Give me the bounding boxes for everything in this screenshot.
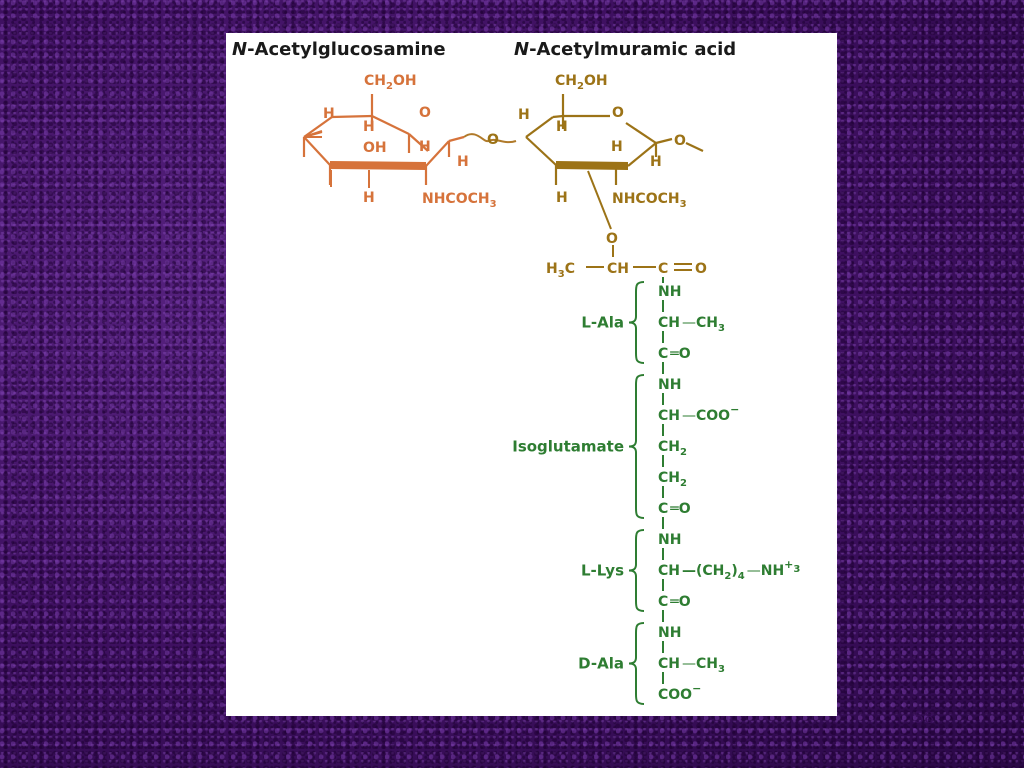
residue-brace [628,529,645,612]
glcnac-ring-front-edge [330,161,426,170]
peptide-atom-row: NH [658,284,681,300]
peptide-atom-row: C═O [658,594,691,610]
svg-text:H: H [650,154,662,170]
svg-text:O: O [674,133,686,149]
svg-text:H: H [611,139,623,155]
svg-text:CH2OH: CH2OH [555,73,608,92]
peptide-atom-row: CH—COO− [658,403,739,424]
svg-text:O: O [612,105,624,121]
murnac-title: N-Acetylmuramic acid [514,39,736,60]
residue-label: L-Lys [581,562,624,580]
peptide-atom-row: CH2 [658,470,687,489]
slide-content-panel: N-Acetylglucosamine N-Acetylmuramic acid… [226,33,837,716]
svg-text:O: O [419,105,431,121]
peptide-atom-row: NH [658,532,681,548]
svg-text:O: O [695,261,707,277]
svg-text:CH: CH [607,261,629,277]
peptide-atom-row: CH2 [658,439,687,458]
residue-brace [628,622,645,705]
svg-text:H: H [363,119,375,135]
peptide-atom-row: COO− [658,682,701,703]
svg-text:H: H [419,139,431,155]
glcnac-chain-bond [303,130,323,138]
peptide-atom-row: CH—(CH2)4—NH+3 [658,558,800,582]
peptide-atom-row: NH [658,377,681,393]
murnac-ring-labels: CH2OH O H H H H O H NHCOCH3 [518,73,687,210]
peptide-atom-row: CH—CH3 [658,315,725,334]
glcnac-ring-labels: CH2OH O H H OH H H H NHCOCH3 [323,73,497,210]
svg-text:H3C: H3C [546,261,575,280]
svg-text:H: H [323,106,335,122]
svg-text:H: H [457,154,469,170]
svg-text:H: H [556,119,568,135]
svg-text:CH2OH: CH2OH [364,73,417,92]
peptide-atom-row: C═O [658,501,691,517]
residue-label: Isoglutamate [512,438,624,456]
slide-number: 58 [914,708,935,727]
residue-brace [628,281,645,364]
peptide-stem: NHCH—CH3C═OL-AlaNHCH—COO−CH2CH2C═OIsoglu… [512,277,800,705]
svg-text:C: C [658,261,668,277]
svg-text:H: H [518,107,530,123]
peptide-atom-row: CH—CH3 [658,656,725,675]
residue-label: D-Ala [578,655,624,673]
peptide-atom-row: NH [658,625,681,641]
svg-text:NHCOCH3: NHCOCH3 [612,191,687,210]
peptidoglycan-structure-diagram: N-Acetylglucosamine N-Acetylmuramic acid… [232,39,800,705]
lactyl-bonds [586,170,692,271]
murnac-ring-front-edge [556,161,628,170]
glcnac-title: N-Acetylglucosamine [232,39,446,60]
residue-label: L-Ala [581,314,624,332]
svg-text:H: H [556,190,568,206]
glycosidic-oxygen: O [487,132,499,148]
svg-text:OH: OH [363,140,387,156]
svg-text:NHCOCH3: NHCOCH3 [422,191,497,210]
residue-brace [628,374,645,519]
svg-text:O: O [606,231,618,247]
lactyl-labels: O H3C CH C O [546,231,707,280]
glycosidic-bond [463,133,517,144]
peptide-atom-row: C═O [658,346,691,362]
svg-text:H: H [363,190,375,206]
